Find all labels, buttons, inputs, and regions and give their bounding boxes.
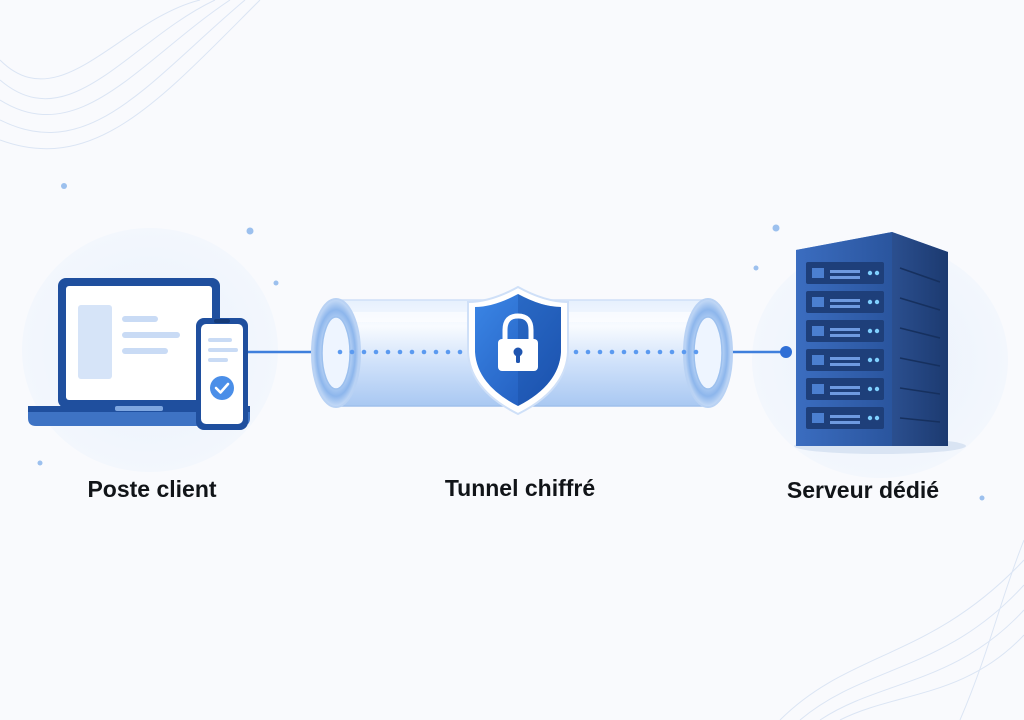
server-units: [806, 262, 884, 429]
background-wave-bottom-right: [779, 539, 1024, 720]
phone-icon: [196, 318, 248, 430]
decorative-dots: [37, 183, 985, 501]
server-rack-icon: [794, 232, 966, 454]
server-label: Serveur dédié: [786, 477, 940, 503]
client-label: Poste client: [87, 476, 217, 502]
background-wave-top-left: [0, 0, 261, 150]
laptop-icon: [28, 278, 250, 426]
padlock-icon: [498, 313, 538, 371]
shield-lock-icon: [467, 285, 569, 416]
server-side-panels: [899, 267, 941, 423]
tunnel-label: Tunnel chiffré: [444, 475, 596, 501]
laptop-and-phone-icon: [28, 278, 250, 430]
tunnel-data-dots: [337, 349, 699, 355]
checkmark-icon: [210, 376, 234, 400]
